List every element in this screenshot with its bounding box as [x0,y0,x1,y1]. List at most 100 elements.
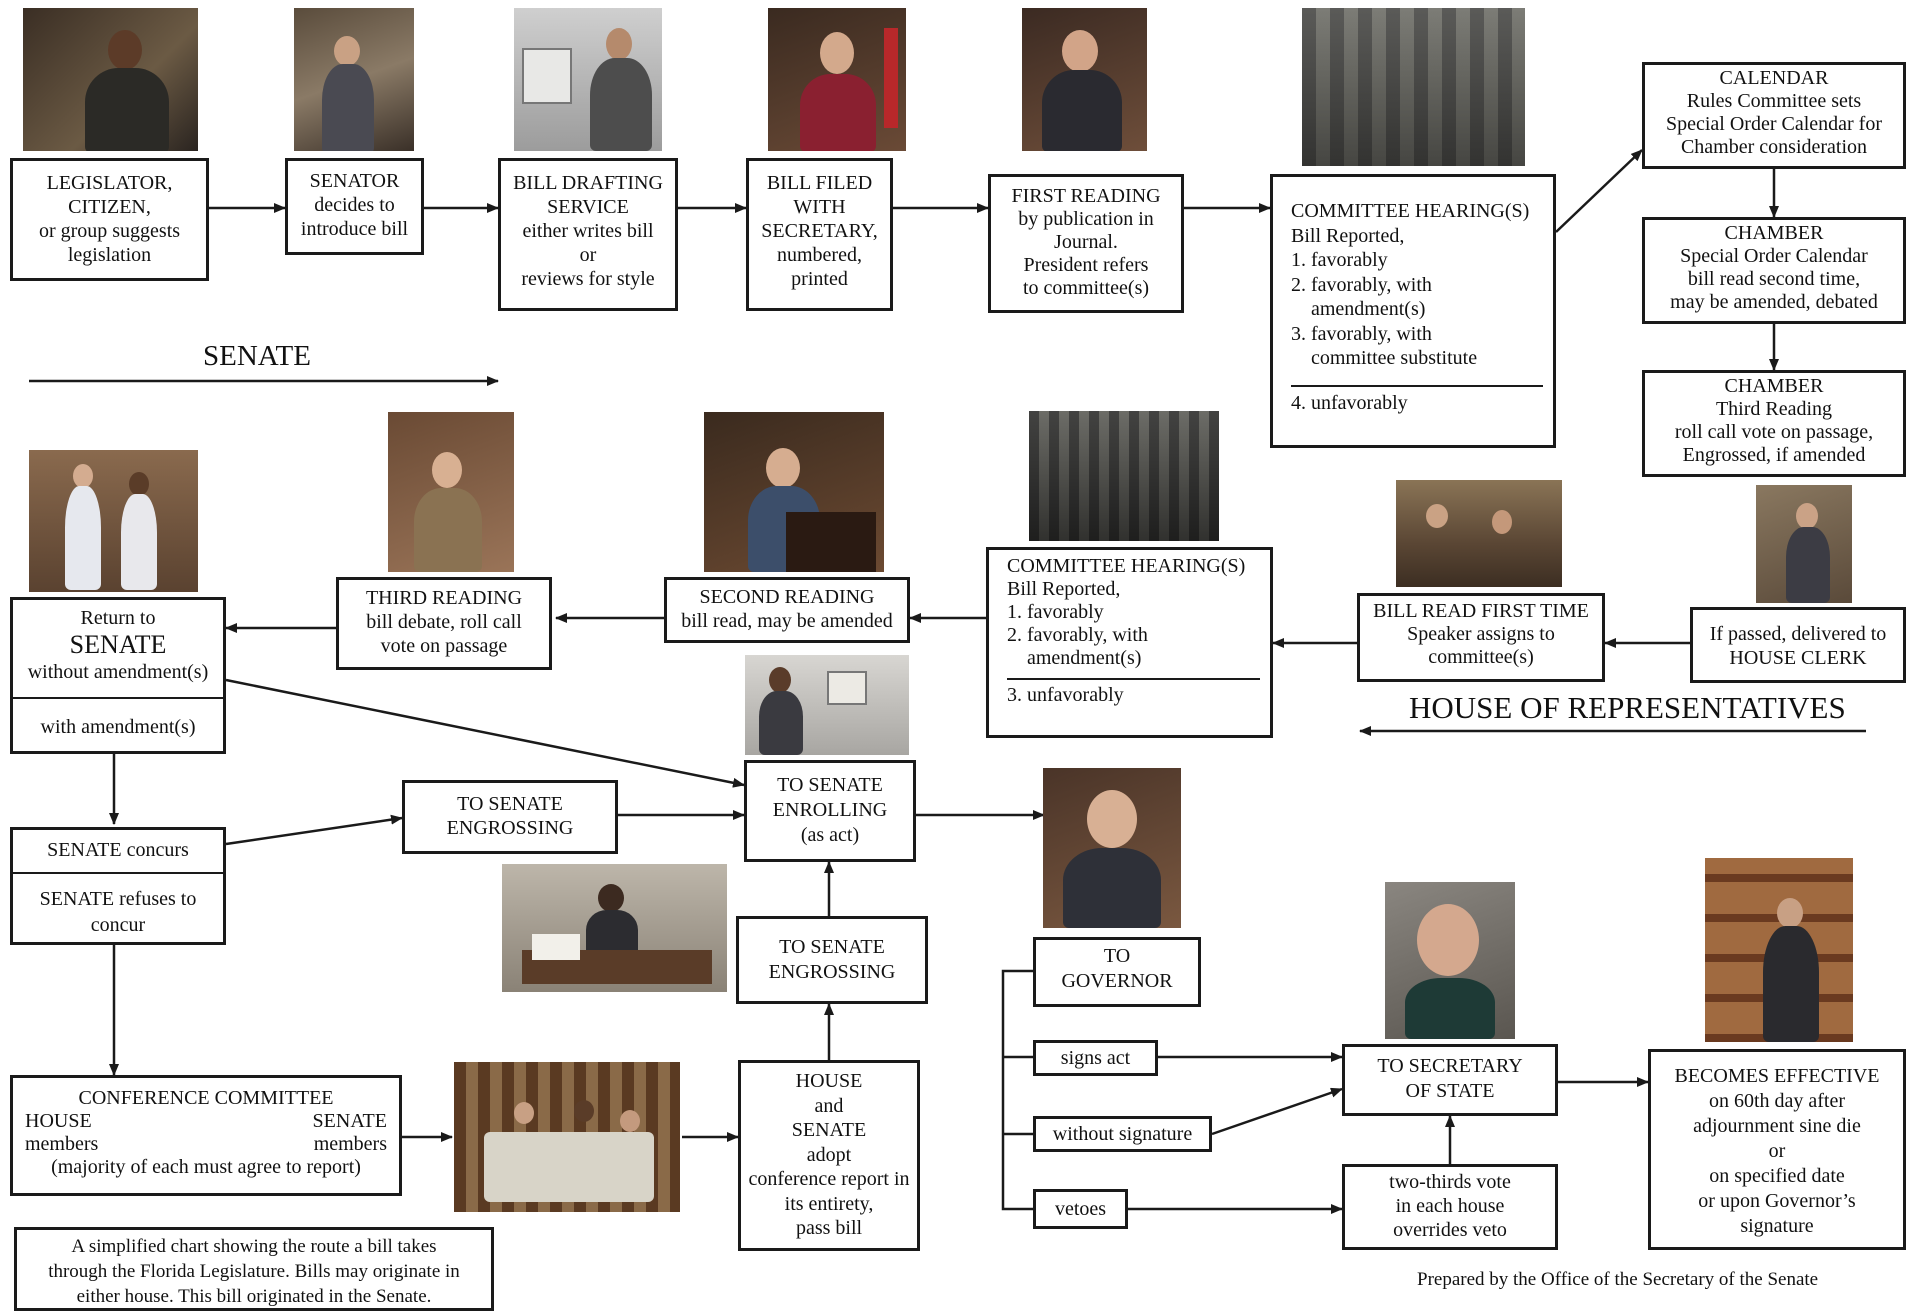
caption-line-3: either house. This bill originated in th… [76,1286,432,1307]
governor-photo [1043,768,1181,928]
third-reading-photo [388,412,514,572]
two-thirds-line-1: two-thirds vote [1389,1171,1511,1193]
third-reading-line-1: THIRD READING [365,587,523,609]
drafting-line-4: or [579,244,597,266]
return-senate-big: SENATE [69,630,167,659]
engrossing-top-line-1: TO SENATE [457,793,563,815]
chamber-second-line-3: bill read second time, [1687,268,1861,290]
vetoes-label: vetoes [1054,1198,1107,1220]
without-signature-label: without signature [1052,1123,1193,1145]
committee-house-unfavorable: 3. unfavorably [1007,684,1124,706]
return-senate-top: Return to [80,607,156,629]
senate-concurs-label: SENATE concurs [47,839,189,861]
chamber-third-line-1: CHAMBER [1724,375,1824,397]
arrow-concurs-engrossing [225,814,403,846]
caption-box: A simplified chart showing the route a b… [14,1227,494,1311]
calendar-line-4: Chamber consideration [1680,136,1868,158]
legislator-line-1: LEGISLATOR, [46,172,173,194]
two-thirds-box: two-thirds vote in each house overrides … [1342,1164,1558,1250]
committee-photo [1302,8,1525,166]
chamber-third-line-2: Third Reading [1715,398,1833,420]
drafting-line-5: reviews for style [521,268,655,290]
clerk-photo [1756,485,1852,603]
house-first-line-1: BILL READ FIRST TIME [1373,600,1589,622]
secretary-state-line-2: OF STATE [1405,1080,1495,1102]
legislator-line-2: CITIZEN, [68,196,151,218]
senate-concurs-box: SENATE concurs SENATE refuses to concur [10,827,226,945]
adopt-line-4: adopt [806,1143,852,1166]
two-thirds-line-3: overrides veto [1393,1219,1507,1241]
senator-photo [294,8,414,151]
conference-house-label: HOUSE [25,1110,92,1132]
effective-line-7: signature [1740,1215,1814,1237]
return-senate-box: Return to SENATE without amendment(s) wi… [10,597,226,754]
second-reading-box: SECOND READING bill read, may be amended [664,577,910,643]
secretary-state-photo [1385,882,1515,1039]
effective-line-6: or upon Governor’s [1698,1190,1856,1212]
committee-house-title: COMMITTEE HEARING(S) [1007,555,1246,577]
effective-box: BECOMES EFFECTIVE on 60th day after adjo… [1648,1049,1906,1250]
conference-senate-members: members [313,1133,387,1155]
first-reading-line-3: Journal. [1054,231,1118,253]
enrolling-photo [745,655,909,755]
chamber-third-line-4: Engrossed, if amended [1682,444,1866,466]
secretary-state-box: TO SECRETARY OF STATE [1342,1044,1558,1116]
vetoes-box: vetoes [1033,1189,1128,1229]
filed-box: BILL FILED WITH SECRETARY, numbered, pri… [746,158,893,311]
committee-house-line-4: 2. favorably, with [1007,624,1148,646]
third-reading-line-2: bill debate, roll call [366,611,522,633]
first-reading-box: FIRST READING by publication in Journal.… [988,174,1184,313]
committee-house-box: COMMITTEE HEARING(S) Bill Reported, 1. f… [986,547,1273,738]
senator-box: SENATOR decides to introduce bill [285,158,424,255]
house-clerk-box: If passed, delivered to HOUSE CLERK [1690,607,1906,683]
second-reading-line-1: SECOND READING [699,586,875,608]
chamber-second-line-2: Special Order Calendar [1680,245,1868,267]
first-reading-line-5: to committee(s) [1022,277,1150,299]
legislator-line-4: legislation [67,244,152,266]
chamber-third-box: CHAMBER Third Reading roll call vote on … [1642,370,1906,477]
chamber-second-box: CHAMBER Special Order Calendar bill read… [1642,217,1906,324]
adopt-line-1: HOUSE [795,1070,863,1092]
credit-label: Prepared by the Office of the Secretary … [1417,1269,1819,1290]
enrolling-line-3: (as act) [800,824,860,846]
senate-concurs-divider [13,872,223,874]
calendar-line-3: Special Order Calendar for [1665,113,1882,135]
president-photo [1022,8,1147,151]
adopt-line-5: conference report in [748,1168,910,1190]
arrow-committee-calendar [1555,149,1643,233]
committee-senate-line-3: 1. favorably [1291,249,1388,271]
second-reading-line-2: bill read, may be amended [681,610,893,632]
chamber-second-line-4: may be amended, debated [1670,291,1878,313]
drafting-photo [514,8,662,151]
committee-house-line-5: amendment(s) [1027,647,1142,669]
house-first-box: BILL READ FIRST TIME Speaker assigns to … [1357,593,1605,682]
two-thirds-line-2: in each house [1395,1195,1505,1217]
first-reading-line-1: FIRST READING [1011,185,1161,207]
calendar-box: CALENDAR Rules Committee sets Special Or… [1642,62,1906,169]
secretary-state-line-1: TO SECRETARY [1377,1055,1523,1077]
engrossing-photo [502,864,727,992]
arrow-without-secretary [1211,1087,1343,1136]
calendar-line-1: CALENDAR [1719,67,1829,89]
committee-senate-unfavorable: 4. unfavorably [1291,391,1408,414]
secretary-photo [768,8,906,151]
effective-line-2: on 60th day after [1708,1090,1846,1112]
legislator-box: LEGISLATOR, CITIZEN, or group suggests l… [10,158,209,281]
library-photo [1705,858,1853,1042]
third-reading-box: THIRD READING bill debate, roll call vot… [336,577,552,670]
legislator-line-3: or group suggests [38,220,181,242]
house-first-line-2: Speaker assigns to [1407,623,1555,645]
filed-line-3: SECRETARY, [761,220,878,242]
engrossing-mid-box: TO SENATE ENGROSSING [736,916,928,1004]
senate-label: SENATE [203,340,311,372]
return-senate-without: without amendment(s) [27,661,209,683]
drafting-line-2: SERVICE [547,196,629,218]
filed-line-5: printed [791,268,848,290]
governor-bracket [1001,969,1033,1211]
house-committee-photo [1029,411,1219,541]
committee-senate-box: COMMITTEE HEARING(S) Bill Reported, 1. f… [1270,174,1556,448]
conference-box: CONFERENCE COMMITTEE HOUSE members SENAT… [10,1075,402,1196]
legislator-photo [23,8,198,151]
drafting-line-1: BILL DRAFTING [513,172,663,194]
second-reading-photo [704,412,884,572]
